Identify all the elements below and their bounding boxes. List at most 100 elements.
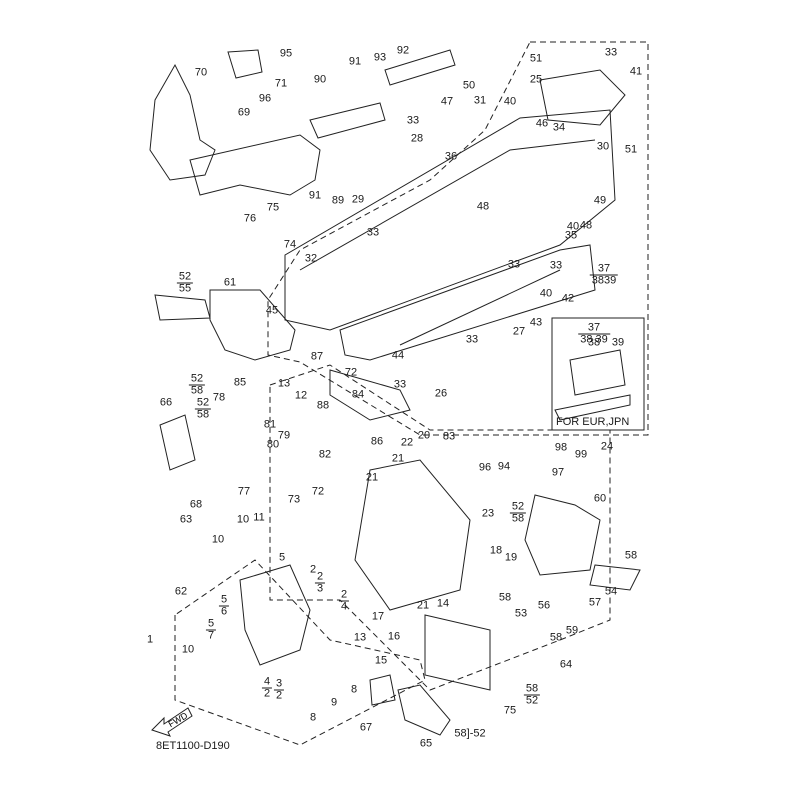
fraction-bottom: 58 <box>190 384 204 397</box>
callout-label: 51 <box>529 52 543 65</box>
callout-label: 93 <box>373 51 387 64</box>
callout-label: 88 <box>316 399 330 412</box>
callout-label: 75 <box>503 704 517 717</box>
callout-label: 85 <box>233 376 247 389</box>
callout-label: 46 <box>535 117 549 130</box>
callout-label: 47 <box>440 95 454 108</box>
fraction-bottom: 58 <box>511 512 525 525</box>
callout-label: 78 <box>212 391 226 404</box>
callout-label: 63 <box>179 513 193 526</box>
callout-label: 56 <box>537 599 551 612</box>
callout-label: 82 <box>318 448 332 461</box>
plate-55 <box>154 294 211 321</box>
callout-label: 33 <box>549 259 563 272</box>
callout-label: 22 <box>400 436 414 449</box>
callout-label: 26 <box>434 387 448 400</box>
drawing-code: 8ET1100-D190 <box>156 740 230 752</box>
callout-label: 58 <box>624 549 638 562</box>
callout-label: 16 <box>387 630 401 643</box>
callout-label: 25 <box>529 73 543 86</box>
callout-label: 20 <box>417 429 431 442</box>
callout-label: 10 <box>236 513 250 526</box>
fraction-bottom: 38 39 <box>580 333 608 346</box>
callout-label: 74 <box>283 238 297 251</box>
callout-label: 43 <box>529 316 543 329</box>
callout-label: 34 <box>552 121 566 134</box>
fraction-bottom: 2 <box>275 689 283 702</box>
bracket-61 <box>209 289 296 361</box>
plate-90 <box>309 102 386 139</box>
callout-label: 27 <box>512 325 526 338</box>
callout-label: 69 <box>237 106 251 119</box>
main-frame <box>284 109 616 361</box>
callout-label: 48 <box>579 219 593 232</box>
callout-label: 19 <box>504 551 518 564</box>
callout-label: 92 <box>396 44 410 57</box>
part-67 <box>369 674 396 706</box>
callout-label: 33 <box>604 46 618 59</box>
callout-label: 99 <box>574 448 588 461</box>
fraction-top: 58 <box>523 682 541 696</box>
callout-label: 72 <box>311 485 325 498</box>
callout-label: 97 <box>551 466 565 479</box>
part-95 <box>227 49 263 79</box>
fraction-top: 52 <box>188 372 206 386</box>
callout-label: 40 <box>566 220 580 233</box>
callout-label: 39 <box>611 336 625 349</box>
callout-label: 90 <box>313 73 327 86</box>
fraction-bottom: 4 <box>340 600 348 613</box>
fraction-top: 3 <box>273 677 285 691</box>
callout-label: 91 <box>308 189 322 202</box>
callout-label: 1 <box>146 633 154 646</box>
callout-label: 54 <box>604 585 618 598</box>
callout-label: 48 <box>476 200 490 213</box>
fraction-top: 52 <box>509 500 527 514</box>
callout-label: 21 <box>391 452 405 465</box>
callout-label: 35 <box>564 229 578 242</box>
callout-label: 21 <box>416 599 430 612</box>
callout-label: 40 <box>539 287 553 300</box>
callout-label: 13 <box>353 631 367 644</box>
engine-frame <box>354 459 471 611</box>
callout-label: 94 <box>497 460 511 473</box>
callout-label: 14 <box>436 597 450 610</box>
callout-label: 33 <box>465 333 479 346</box>
part-65 <box>397 684 451 736</box>
callout-label: 31 <box>473 94 487 107</box>
callout-label: 96 <box>478 461 492 474</box>
callout-label: 65 <box>419 737 433 750</box>
fraction-top: 37 <box>589 263 619 276</box>
callout-label: 36 <box>444 150 458 163</box>
callout-label: 41 <box>629 65 643 78</box>
callout-label: 11 <box>253 511 265 524</box>
callout-label: 60 <box>593 492 607 505</box>
callout-label: 67 <box>359 721 373 734</box>
callout-label: 84 <box>351 388 365 401</box>
bracket-label: 58]-52 <box>454 727 486 740</box>
callout-label: 45 <box>265 304 279 317</box>
fraction-top: 52 <box>176 270 194 284</box>
region-note: FOR EUR,JPN <box>556 416 630 428</box>
callout-label: 68 <box>189 498 203 511</box>
callout-label: 13 <box>277 377 291 390</box>
fraction-top: 52 <box>194 396 212 410</box>
callout-label: 8 <box>309 711 317 724</box>
callout-label: 76 <box>243 212 257 225</box>
fraction-bottom: 55 <box>178 282 192 295</box>
callout-label: 51 <box>624 143 638 156</box>
callout-label: 89 <box>331 194 345 207</box>
callout-label: 15 <box>374 654 388 667</box>
fraction-bottom: 3839 <box>591 274 617 287</box>
callout-label: 66 <box>159 396 173 409</box>
callout-label: 50 <box>462 79 476 92</box>
callout-label: 70 <box>194 66 208 79</box>
callout-label: 98 <box>554 441 568 454</box>
